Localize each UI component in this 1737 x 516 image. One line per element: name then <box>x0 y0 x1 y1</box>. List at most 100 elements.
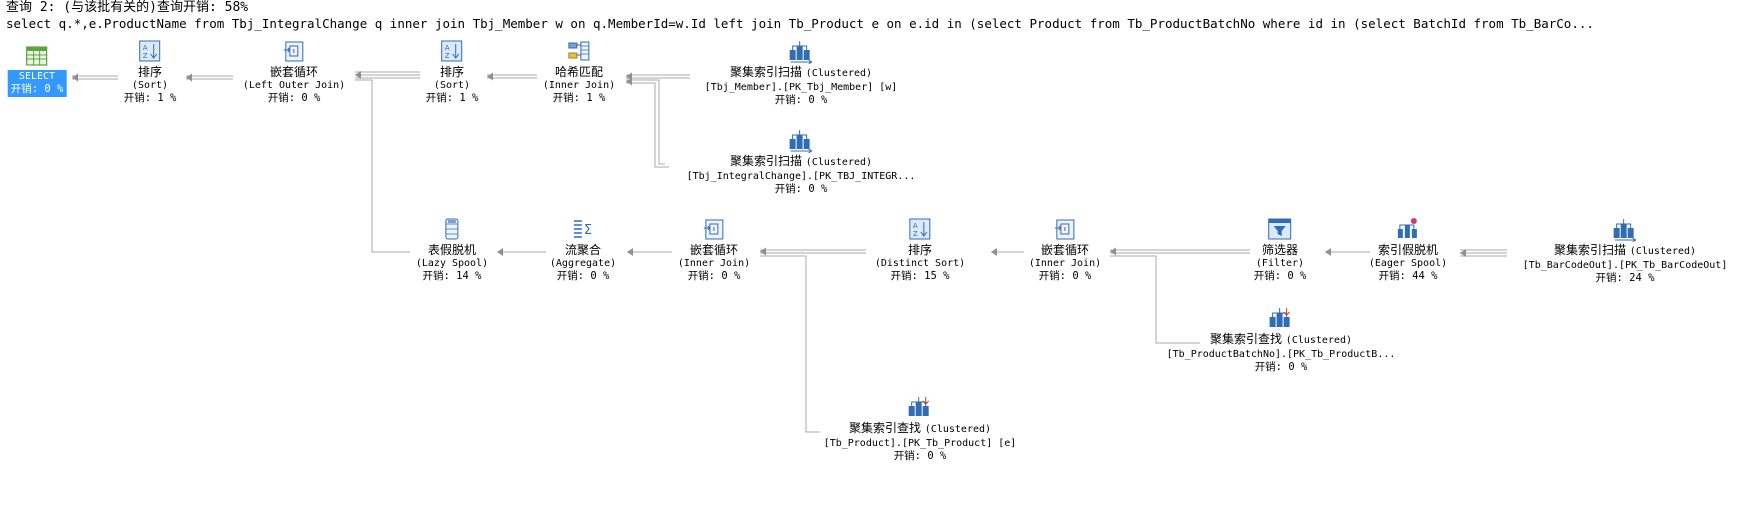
plan-node-index-spool[interactable]: 索引假脱机 (Eager Spool) 开销: 44 % <box>1369 216 1447 283</box>
node-cost: 开销: 44 % <box>1378 270 1438 282</box>
plan-node-clustered-index-scan[interactable]: 聚集索引扫描 (Clustered) [Tbj_Member].[PK_Tbj_… <box>704 38 898 107</box>
node-physical-op: (Eager Spool) <box>1368 258 1448 269</box>
edge-filter-nested2 <box>1110 249 1250 254</box>
clustered-index-scan-icon <box>1613 219 1637 242</box>
plan-node-table-spool[interactable]: 表假脱机 (Lazy Spool) 开销: 14 % <box>416 216 488 283</box>
plan-node-sort[interactable]: A Z 排序 (Sort) 开销: 1 % <box>425 38 479 105</box>
plan-node-stream-aggregate[interactable]: Σ 流聚合 (Aggregate) 开销: 0 % <box>550 216 616 283</box>
sql-statement[interactable]: select q.*,e.ProductName from Tbj_Integr… <box>6 16 1594 31</box>
edge-nested-sort1 <box>186 75 233 80</box>
plan-node-clustered-index-seek[interactable]: 聚集索引查找 (Clustered) [Tb_Product].[PK_Tb_P… <box>823 394 1017 463</box>
edge-seekbatch-nested2 <box>1110 255 1200 344</box>
edge-sort1-select <box>72 75 118 80</box>
node-name: 聚集索引扫描 (Clustered) <box>729 154 873 168</box>
node-name: 聚集索引查找 (Clustered) <box>848 421 992 435</box>
node-name: 聚集索引扫描 (Clustered) <box>1553 243 1697 257</box>
node-cost: 开销: 0 % <box>687 270 741 282</box>
node-physical-op: (Inner Join) <box>677 258 751 269</box>
node-name: SELECT <box>18 71 56 82</box>
node-physical-op: (Distinct Sort) <box>874 258 966 269</box>
plan-node-select[interactable]: SELECT 开销: 0 % <box>7 43 67 97</box>
svg-text:A: A <box>913 222 918 230</box>
node-cost: 开销: 0 % <box>774 94 828 106</box>
node-object: [Tb_ProductBatchNo].[PK_Tb_ProductB... <box>1166 349 1396 360</box>
clustered-index-scan-icon <box>790 41 813 64</box>
plan-node-nested-loops-inner-join[interactable]: 嵌套循环 (Inner Join) 开销: 0 % <box>1029 216 1101 283</box>
node-cost: 开销: 0 % <box>556 270 610 282</box>
node-name: 哈希匹配 <box>554 65 603 79</box>
query-header: 查询 2: (与该批有关的)查询开销: 58% select q.*,e.Pro… <box>6 0 1731 32</box>
node-physical-op: (Sort) <box>131 80 169 91</box>
edge-spool-nested <box>355 79 410 253</box>
node-name: 流聚合 <box>564 243 602 257</box>
node-object: [Tbj_Member].[PK_Tbj_Member] [w] <box>704 82 898 93</box>
plan-node-filter[interactable]: 筛选器 (Filter) 开销: 0 % <box>1253 216 1307 283</box>
plan-node-clustered-index-scan[interactable]: 聚集索引扫描 (Clustered) [Tb_BarCodeOut].[PK_T… <box>1522 216 1728 285</box>
sort-icon: A Z <box>909 218 931 240</box>
edge-hash-sort2 <box>487 74 537 79</box>
node-cost: 开销: 15 % <box>890 270 950 282</box>
plan-node-nested-loops-left-outer[interactable]: 嵌套循环 (Left Outer Join) 开销: 0 % <box>243 38 345 105</box>
node-cost: 开销: 0 % <box>267 92 321 104</box>
select-table-icon <box>26 46 48 66</box>
node-cost: 开销: 0 % <box>774 183 828 195</box>
node-cost: 开销: 24 % <box>1595 272 1655 284</box>
node-name: 筛选器 <box>1261 243 1299 257</box>
svg-text:A: A <box>445 44 450 52</box>
node-cost: 开销: 14 % <box>422 270 482 282</box>
edge-member-hash <box>626 74 690 79</box>
node-object: [Tb_Product].[PK_Tb_Product] [e] <box>823 438 1017 449</box>
node-object: [Tb_BarCodeOut].[PK_Tb_BarCodeOut] <box>1522 260 1728 271</box>
select-label-box: SELECT 开销: 0 % <box>7 70 67 97</box>
node-cost: 开销: 0 % <box>10 83 64 95</box>
node-name: 嵌套循环 <box>689 243 738 257</box>
clustered-index-seek-icon <box>909 397 930 416</box>
node-name: 聚集索引扫描 (Clustered) <box>729 65 873 79</box>
node-cost: 开销: 1 % <box>425 92 479 104</box>
svg-text:A: A <box>143 44 148 52</box>
clustered-index-seek-icon <box>1270 308 1291 327</box>
edge-barcode-eager <box>1460 249 1507 257</box>
edge-dsort-nested1 <box>760 249 866 254</box>
clustered-index-scan-icon <box>790 130 813 153</box>
plan-node-hash-match[interactable]: 哈希匹配 (Inner Join) 开销: 1 % <box>543 38 615 105</box>
node-name: 索引假脱机 <box>1377 243 1438 257</box>
edge-sort2-nested <box>355 71 420 79</box>
stream-aggregate-icon: Σ <box>573 220 592 238</box>
svg-text:Z: Z <box>445 52 450 60</box>
query-cost-title: 查询 2: (与该批有关的)查询开销: 58% <box>6 0 249 15</box>
node-name: 嵌套循环 <box>269 65 319 79</box>
node-cost: 开销: 0 % <box>1038 270 1092 282</box>
node-cost: 开销: 1 % <box>123 92 177 104</box>
edge-seekprod-nested1 <box>760 255 820 433</box>
node-physical-op: (Sort) <box>433 80 471 91</box>
node-cost: 开销: 1 % <box>552 92 606 104</box>
node-physical-op: (Inner Join) <box>1028 258 1102 269</box>
node-name: 嵌套循环 <box>1040 243 1089 257</box>
node-name: 排序 <box>137 65 163 79</box>
plan-node-clustered-index-seek[interactable]: 聚集索引查找 (Clustered) [Tb_ProductBatchNo].[… <box>1166 305 1396 374</box>
node-object: [Tbj_IntegralChange].[PK_TBJ_INTEGR... <box>686 171 916 182</box>
nested-loops-icon <box>283 41 304 62</box>
node-cost: 开销: 0 % <box>893 450 947 462</box>
node-cost: 开销: 0 % <box>1254 361 1308 373</box>
node-name: 排序 <box>907 243 932 257</box>
edge-integral-hash <box>626 79 669 168</box>
plan-node-nested-loops-inner-join[interactable]: 嵌套循环 (Inner Join) 开销: 0 % <box>678 216 750 283</box>
node-physical-op: (Filter) <box>1255 258 1305 269</box>
table-spool-icon <box>445 218 459 240</box>
index-spool-icon <box>1398 218 1417 238</box>
plan-node-clustered-index-scan[interactable]: 聚集索引扫描 (Clustered) [Tbj_IntegralChange].… <box>686 127 916 196</box>
sort-icon: A Z <box>441 40 463 62</box>
plan-node-sort[interactable]: A Z 排序 (Sort) 开销: 1 % <box>123 38 177 105</box>
nested-loops-icon <box>704 219 724 240</box>
svg-text:Σ: Σ <box>584 223 592 238</box>
svg-text:Z: Z <box>913 230 918 238</box>
svg-text:Z: Z <box>143 52 148 60</box>
node-name: 表假脱机 <box>427 243 476 257</box>
node-cost: 开销: 0 % <box>1253 270 1307 282</box>
node-physical-op: (Inner Join) <box>542 80 616 91</box>
plan-node-distinct-sort[interactable]: A Z 排序 (Distinct Sort) 开销: 15 % <box>875 216 965 283</box>
node-name: 聚集索引查找 (Clustered) <box>1209 332 1353 346</box>
